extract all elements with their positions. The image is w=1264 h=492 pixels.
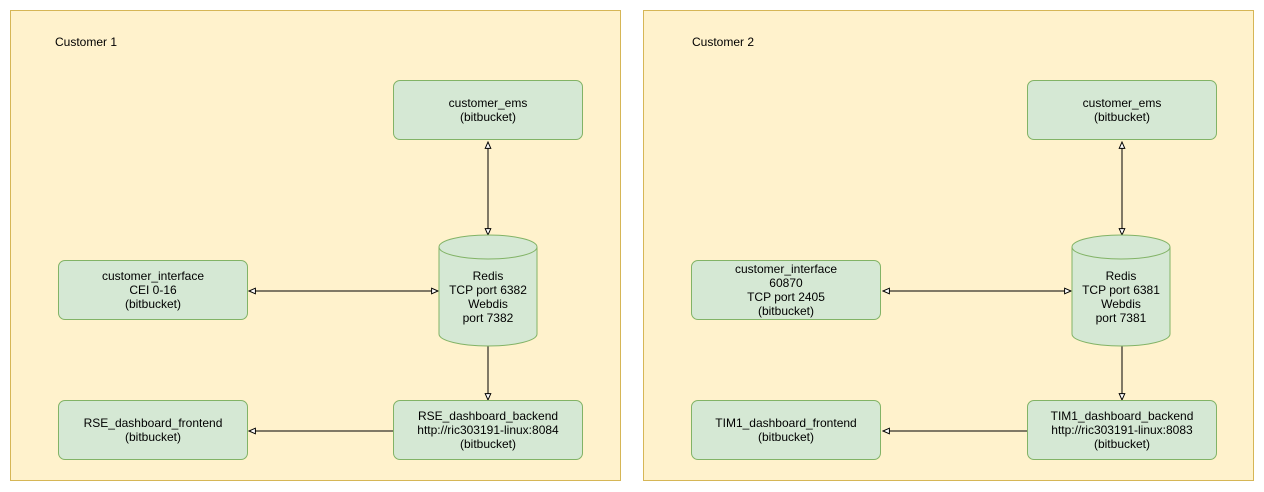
redis-cylinder-c2: [1071, 234, 1171, 347]
c1-customer-interface-protocol: CEI 0-16: [129, 283, 177, 297]
c2-redis-node: Redis TCP port 6381 Webdis port 7381: [1072, 259, 1170, 334]
c2-dashboard-frontend-node: TIM1_dashboard_frontend (bitbucket): [691, 400, 881, 460]
c1-redis-title: Redis: [472, 268, 504, 283]
c1-customer-interface-title: customer_interface: [101, 269, 205, 283]
c2-customer-interface-source: (bitbucket): [757, 304, 814, 318]
c2-customer-interface-protocol: 60870: [769, 276, 803, 290]
c1-customer-ems-source: (bitbucket): [459, 110, 516, 124]
c2-customer-ems-title: customer_ems: [1082, 96, 1162, 110]
c1-customer-interface-source: (bitbucket): [124, 297, 181, 311]
c1-redis-webdis: Webdis: [468, 296, 508, 311]
customer-1-label: Customer 1: [55, 35, 118, 49]
c2-redis-title: Redis: [1105, 268, 1137, 283]
c2-dashboard-backend-title: TIM1_dashboard_backend: [1050, 409, 1194, 423]
c2-redis-webdis-port: port 7381: [1095, 310, 1147, 325]
c2-dashboard-backend-node: TIM1_dashboard_backend http://ric303191-…: [1027, 400, 1217, 460]
c2-customer-interface-node: customer_interface 60870 TCP port 2405 (…: [691, 260, 881, 320]
c1-redis-node: Redis TCP port 6382 Webdis port 7382: [439, 259, 537, 334]
c2-customer-interface-port: TCP port 2405: [747, 290, 825, 304]
customer-2-label: Customer 2: [692, 35, 755, 49]
c1-dashboard-backend-title: RSE_dashboard_backend: [417, 409, 559, 423]
c1-dashboard-frontend-source: (bitbucket): [124, 430, 182, 444]
c2-dashboard-backend-source: (bitbucket): [1093, 437, 1150, 451]
c2-customer-ems-source: (bitbucket): [1093, 110, 1150, 124]
c2-dashboard-frontend-title: TIM1_dashboard_frontend: [715, 416, 857, 430]
c1-dashboard-backend-node: RSE_dashboard_backend http://ric303191-l…: [393, 400, 583, 460]
c2-redis-tcp-port: TCP port 6381: [1082, 282, 1160, 297]
c1-customer-ems-title: customer_ems: [448, 96, 528, 110]
redis-cylinder-c1: [438, 234, 538, 347]
c2-dashboard-backend-url: http://ric303191-linux:8083: [1051, 423, 1193, 437]
c1-dashboard-backend-source: (bitbucket): [459, 437, 517, 451]
c1-customer-ems-node: customer_ems (bitbucket): [393, 80, 583, 140]
c1-dashboard-frontend-title: RSE_dashboard_frontend: [83, 416, 223, 430]
c2-redis-webdis: Webdis: [1101, 296, 1141, 311]
c1-dashboard-frontend-node: RSE_dashboard_frontend (bitbucket): [58, 400, 248, 460]
c1-redis-webdis-port: port 7382: [462, 310, 514, 325]
c2-dashboard-frontend-source: (bitbucket): [757, 430, 815, 444]
c2-customer-ems-node: customer_ems (bitbucket): [1027, 80, 1217, 140]
c2-customer-interface-title: customer_interface: [734, 262, 838, 276]
c1-customer-interface-node: customer_interface CEI 0-16 (bitbucket): [58, 260, 248, 320]
c1-redis-tcp-port: TCP port 6382: [449, 282, 527, 297]
c1-dashboard-backend-url: http://ric303191-linux:8084: [417, 423, 559, 437]
